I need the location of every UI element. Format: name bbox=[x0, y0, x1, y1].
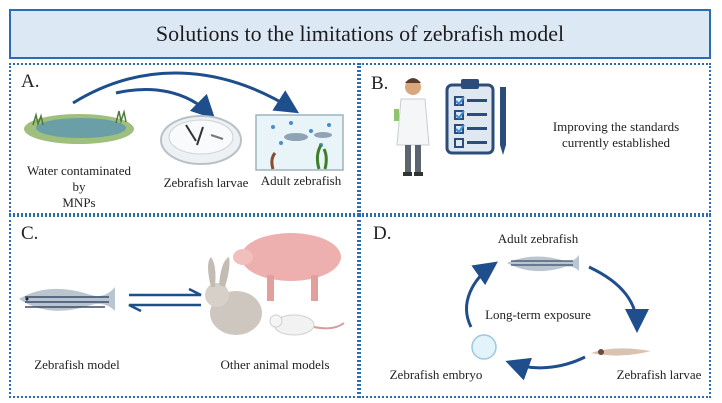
standards-line2: currently established bbox=[562, 135, 670, 150]
water-label: Water contaminated by MNPs bbox=[23, 163, 135, 211]
cycle-larvae-label: Zebrafish larvae bbox=[616, 367, 702, 382]
title-bar: Solutions to the limitations of zebrafis… bbox=[9, 9, 711, 59]
panel-a-graphics bbox=[24, 71, 344, 171]
larva-icon bbox=[591, 348, 651, 356]
cycle-adult-label: Adult zebrafish bbox=[497, 231, 579, 246]
panel-a: A. bbox=[9, 63, 359, 215]
exchange-arrows bbox=[128, 287, 202, 313]
panel-c-label: C. bbox=[21, 223, 39, 244]
other-animals-label: Other animal models bbox=[220, 357, 330, 372]
pond-icon bbox=[24, 109, 134, 144]
standards-line1: Improving the standards bbox=[552, 119, 680, 134]
zebrafish-icon bbox=[19, 287, 115, 311]
clipboard-checklist-icon bbox=[445, 79, 495, 155]
panel-d-label: D. bbox=[373, 223, 392, 244]
water-label-line1: Water contaminated by bbox=[27, 163, 131, 194]
panel-c: C. Zebrafish model Other animal mod bbox=[9, 215, 359, 398]
rabbit-icon bbox=[205, 257, 262, 335]
aquarium-icon bbox=[255, 114, 344, 171]
adult-zebrafish-icon bbox=[507, 255, 579, 272]
pig-icon bbox=[233, 233, 341, 301]
long-term-exposure-label: Long-term exposure bbox=[485, 307, 591, 322]
cycle-embryo-label: Zebrafish embryo bbox=[389, 367, 483, 382]
panel-b-graphics bbox=[394, 78, 506, 176]
adult-label: Adult zebrafish bbox=[260, 173, 342, 188]
standards-text: Improving the standards currently establ… bbox=[531, 119, 701, 151]
larvae-label: Zebrafish larvae bbox=[163, 175, 249, 190]
panel-b-label: B. bbox=[371, 73, 389, 94]
panel-d: D. Adult zebrafish Long-term exposure Ze… bbox=[359, 215, 711, 398]
diagram-title: Solutions to the limitations of zebrafis… bbox=[155, 21, 565, 46]
pen-icon bbox=[500, 87, 506, 155]
cycle-arrows bbox=[465, 261, 649, 381]
arrow-to-larvae bbox=[115, 87, 216, 120]
rat-icon bbox=[269, 314, 345, 336]
zebrafish-model-label: Zebrafish model bbox=[34, 357, 120, 372]
arrow-to-adult bbox=[72, 71, 300, 114]
panel-a-label: A. bbox=[21, 71, 40, 92]
petri-dish-icon bbox=[160, 115, 242, 165]
panel-d-graphics bbox=[465, 255, 651, 381]
panel-c-graphics bbox=[19, 233, 345, 336]
panel-b: B. Improvi bbox=[359, 63, 711, 215]
scientist-icon bbox=[394, 78, 430, 176]
water-label-line2: MNPs bbox=[62, 195, 96, 210]
embryo-icon bbox=[471, 334, 497, 360]
